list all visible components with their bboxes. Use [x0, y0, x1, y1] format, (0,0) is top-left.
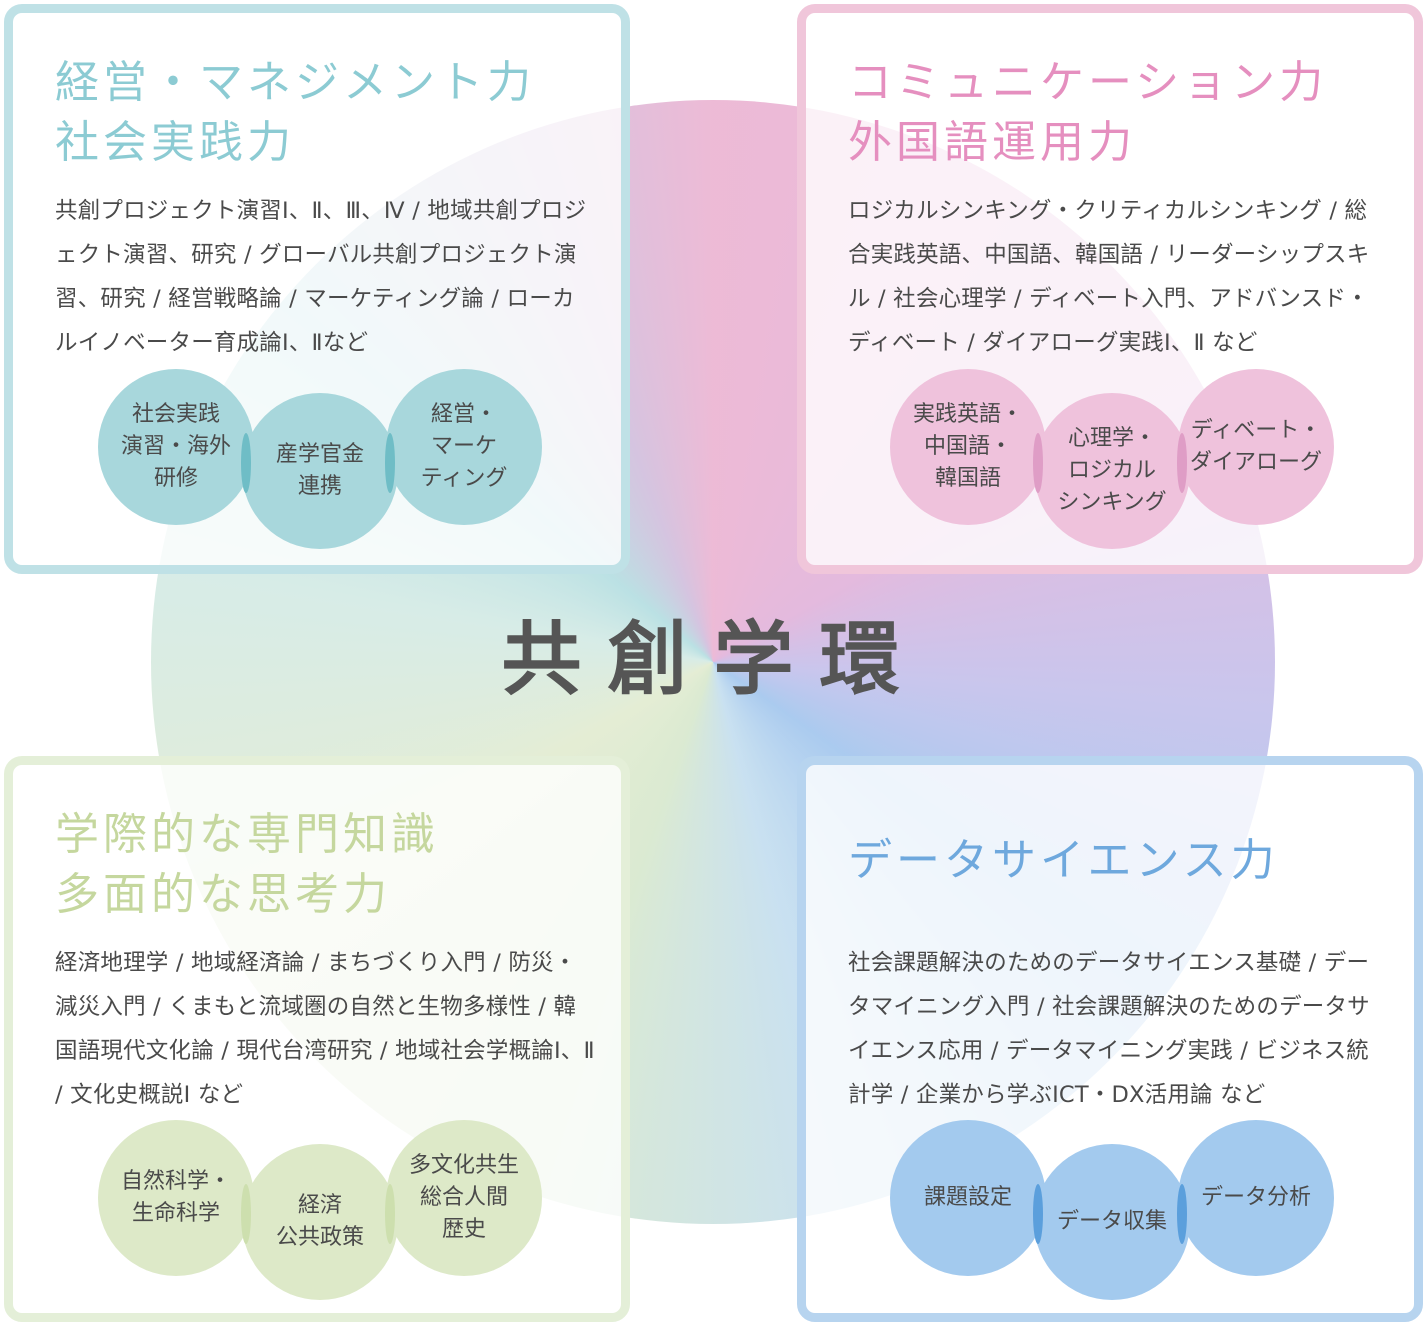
- bubble-debate-dialogue: ディベート・ ダイアローグ: [1178, 369, 1334, 525]
- bubble-overlap: [241, 1184, 251, 1244]
- bubble-social-practice: 社会実践 演習・海外 研修: [98, 369, 254, 525]
- bubble-overlap: [1033, 1184, 1043, 1244]
- panel-heading: コミュニケーション力 外国語運用力: [848, 53, 1327, 173]
- bubble-overlap: [385, 1184, 395, 1244]
- bubble-overlap: [1177, 433, 1187, 493]
- heading-line-2: 多面的な思考力: [55, 869, 391, 920]
- panel-communication: コミュニケーション力 外国語運用力 ロジカルシンキング・クリティカルシンキング …: [797, 4, 1423, 574]
- bubble-multicultural-history: 多文化共生 総合人間 歴史: [386, 1120, 542, 1276]
- bubble-psychology-logic: 心理学・ ロジカル シンキング: [1034, 393, 1190, 549]
- bubble-business-marketing: 経営・ マーケ ティング: [386, 369, 542, 525]
- heading-line-2: 社会実践力: [55, 117, 295, 168]
- bubble-data-collection: データ収集: [1034, 1144, 1190, 1300]
- heading-line-1: コミュニケーション力: [848, 57, 1328, 108]
- course-list: 社会課題解決のためのデータサイエンス基礎 / データマイニング入門 / 社会課題…: [848, 950, 1370, 1108]
- bubble-overlap: [1177, 1184, 1187, 1244]
- bubble-industry-academia: 産学官金 連携: [242, 393, 398, 549]
- heading-line-1: 学際的な専門知識: [55, 809, 439, 860]
- heading-line-1: データサイエンス力: [848, 835, 1279, 886]
- heading-line-1: 経営・マネジメント力: [55, 57, 535, 108]
- panel-management: 経営・マネジメント力 社会実践力 共創プロジェクト演習Ⅰ、Ⅱ、Ⅲ、Ⅳ / 地域共…: [4, 4, 630, 574]
- panel-heading: 学際的な専門知識 多面的な思考力: [55, 805, 439, 925]
- bubble-problem-setting: 課題設定: [890, 1120, 1046, 1276]
- bubble-natural-science: 自然科学・ 生命科学: [98, 1120, 254, 1276]
- bubble-data-analysis: データ分析: [1178, 1120, 1334, 1276]
- course-list: 共創プロジェクト演習Ⅰ、Ⅱ、Ⅲ、Ⅳ / 地域共創プロジェクト演習、研究 / グロ…: [55, 198, 587, 356]
- panel-heading: データサイエンス力: [848, 831, 1279, 891]
- course-list: 経済地理学 / 地域経済論 / まちづくり入門 / 防災・減災入門 / くまもと…: [55, 950, 595, 1108]
- course-list: ロジカルシンキング・クリティカルシンキング / 総合実践英語、中国語、韓国語 /…: [848, 198, 1370, 356]
- center-title: 共創学環: [501, 613, 926, 706]
- bubble-economics-policy: 経済 公共政策: [242, 1144, 398, 1300]
- bubble-overlap: [1033, 433, 1043, 493]
- bubble-overlap: [385, 433, 395, 493]
- bubble-overlap: [241, 433, 251, 493]
- panel-data-science: データサイエンス力 社会課題解決のためのデータサイエンス基礎 / データマイニン…: [797, 756, 1423, 1322]
- panel-heading: 経営・マネジメント力 社会実践力: [55, 53, 535, 173]
- bubble-languages: 実践英語・ 中国語・ 韓国語: [890, 369, 1046, 525]
- heading-line-2: 外国語運用力: [848, 117, 1136, 168]
- panel-interdisciplinary: 学際的な専門知識 多面的な思考力 経済地理学 / 地域経済論 / まちづくり入門…: [4, 756, 630, 1322]
